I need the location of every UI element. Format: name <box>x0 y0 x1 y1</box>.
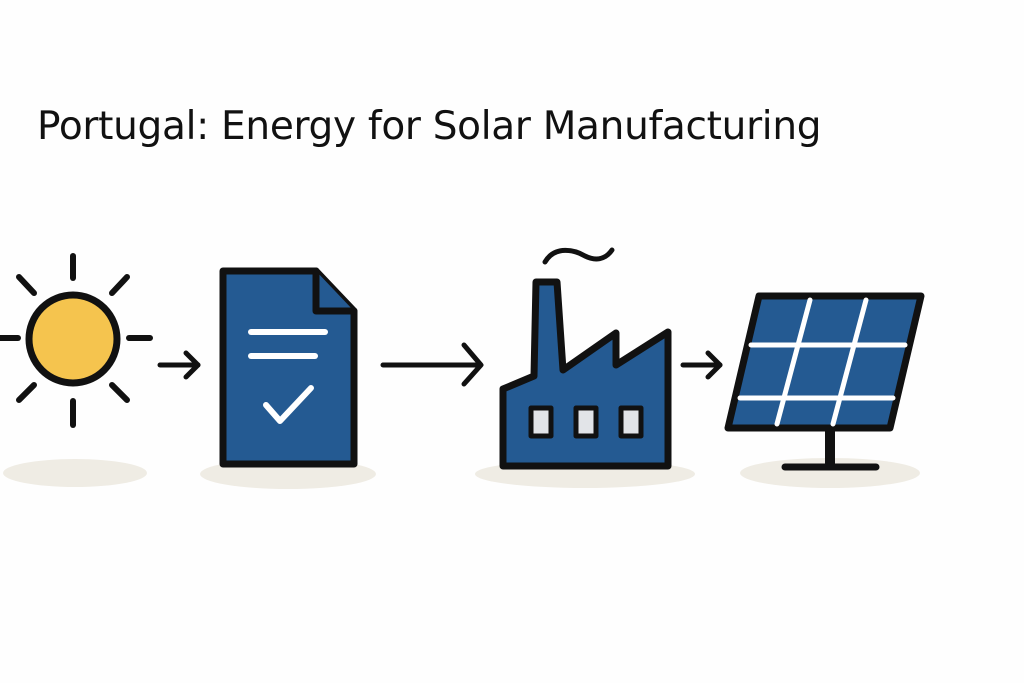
document-check-icon <box>219 267 358 468</box>
window <box>573 405 599 439</box>
arrow-icon <box>157 350 201 380</box>
window <box>618 405 644 439</box>
factory-icon <box>499 247 672 470</box>
arrow-icon <box>680 350 723 380</box>
solar-panel-icon <box>724 292 925 471</box>
arrow-icon <box>380 342 484 387</box>
sun-icon <box>0 253 153 428</box>
window <box>528 405 554 439</box>
diagram-title: Portugal: Energy for Solar Manufacturing <box>37 104 822 149</box>
sun-shadow <box>3 459 147 487</box>
